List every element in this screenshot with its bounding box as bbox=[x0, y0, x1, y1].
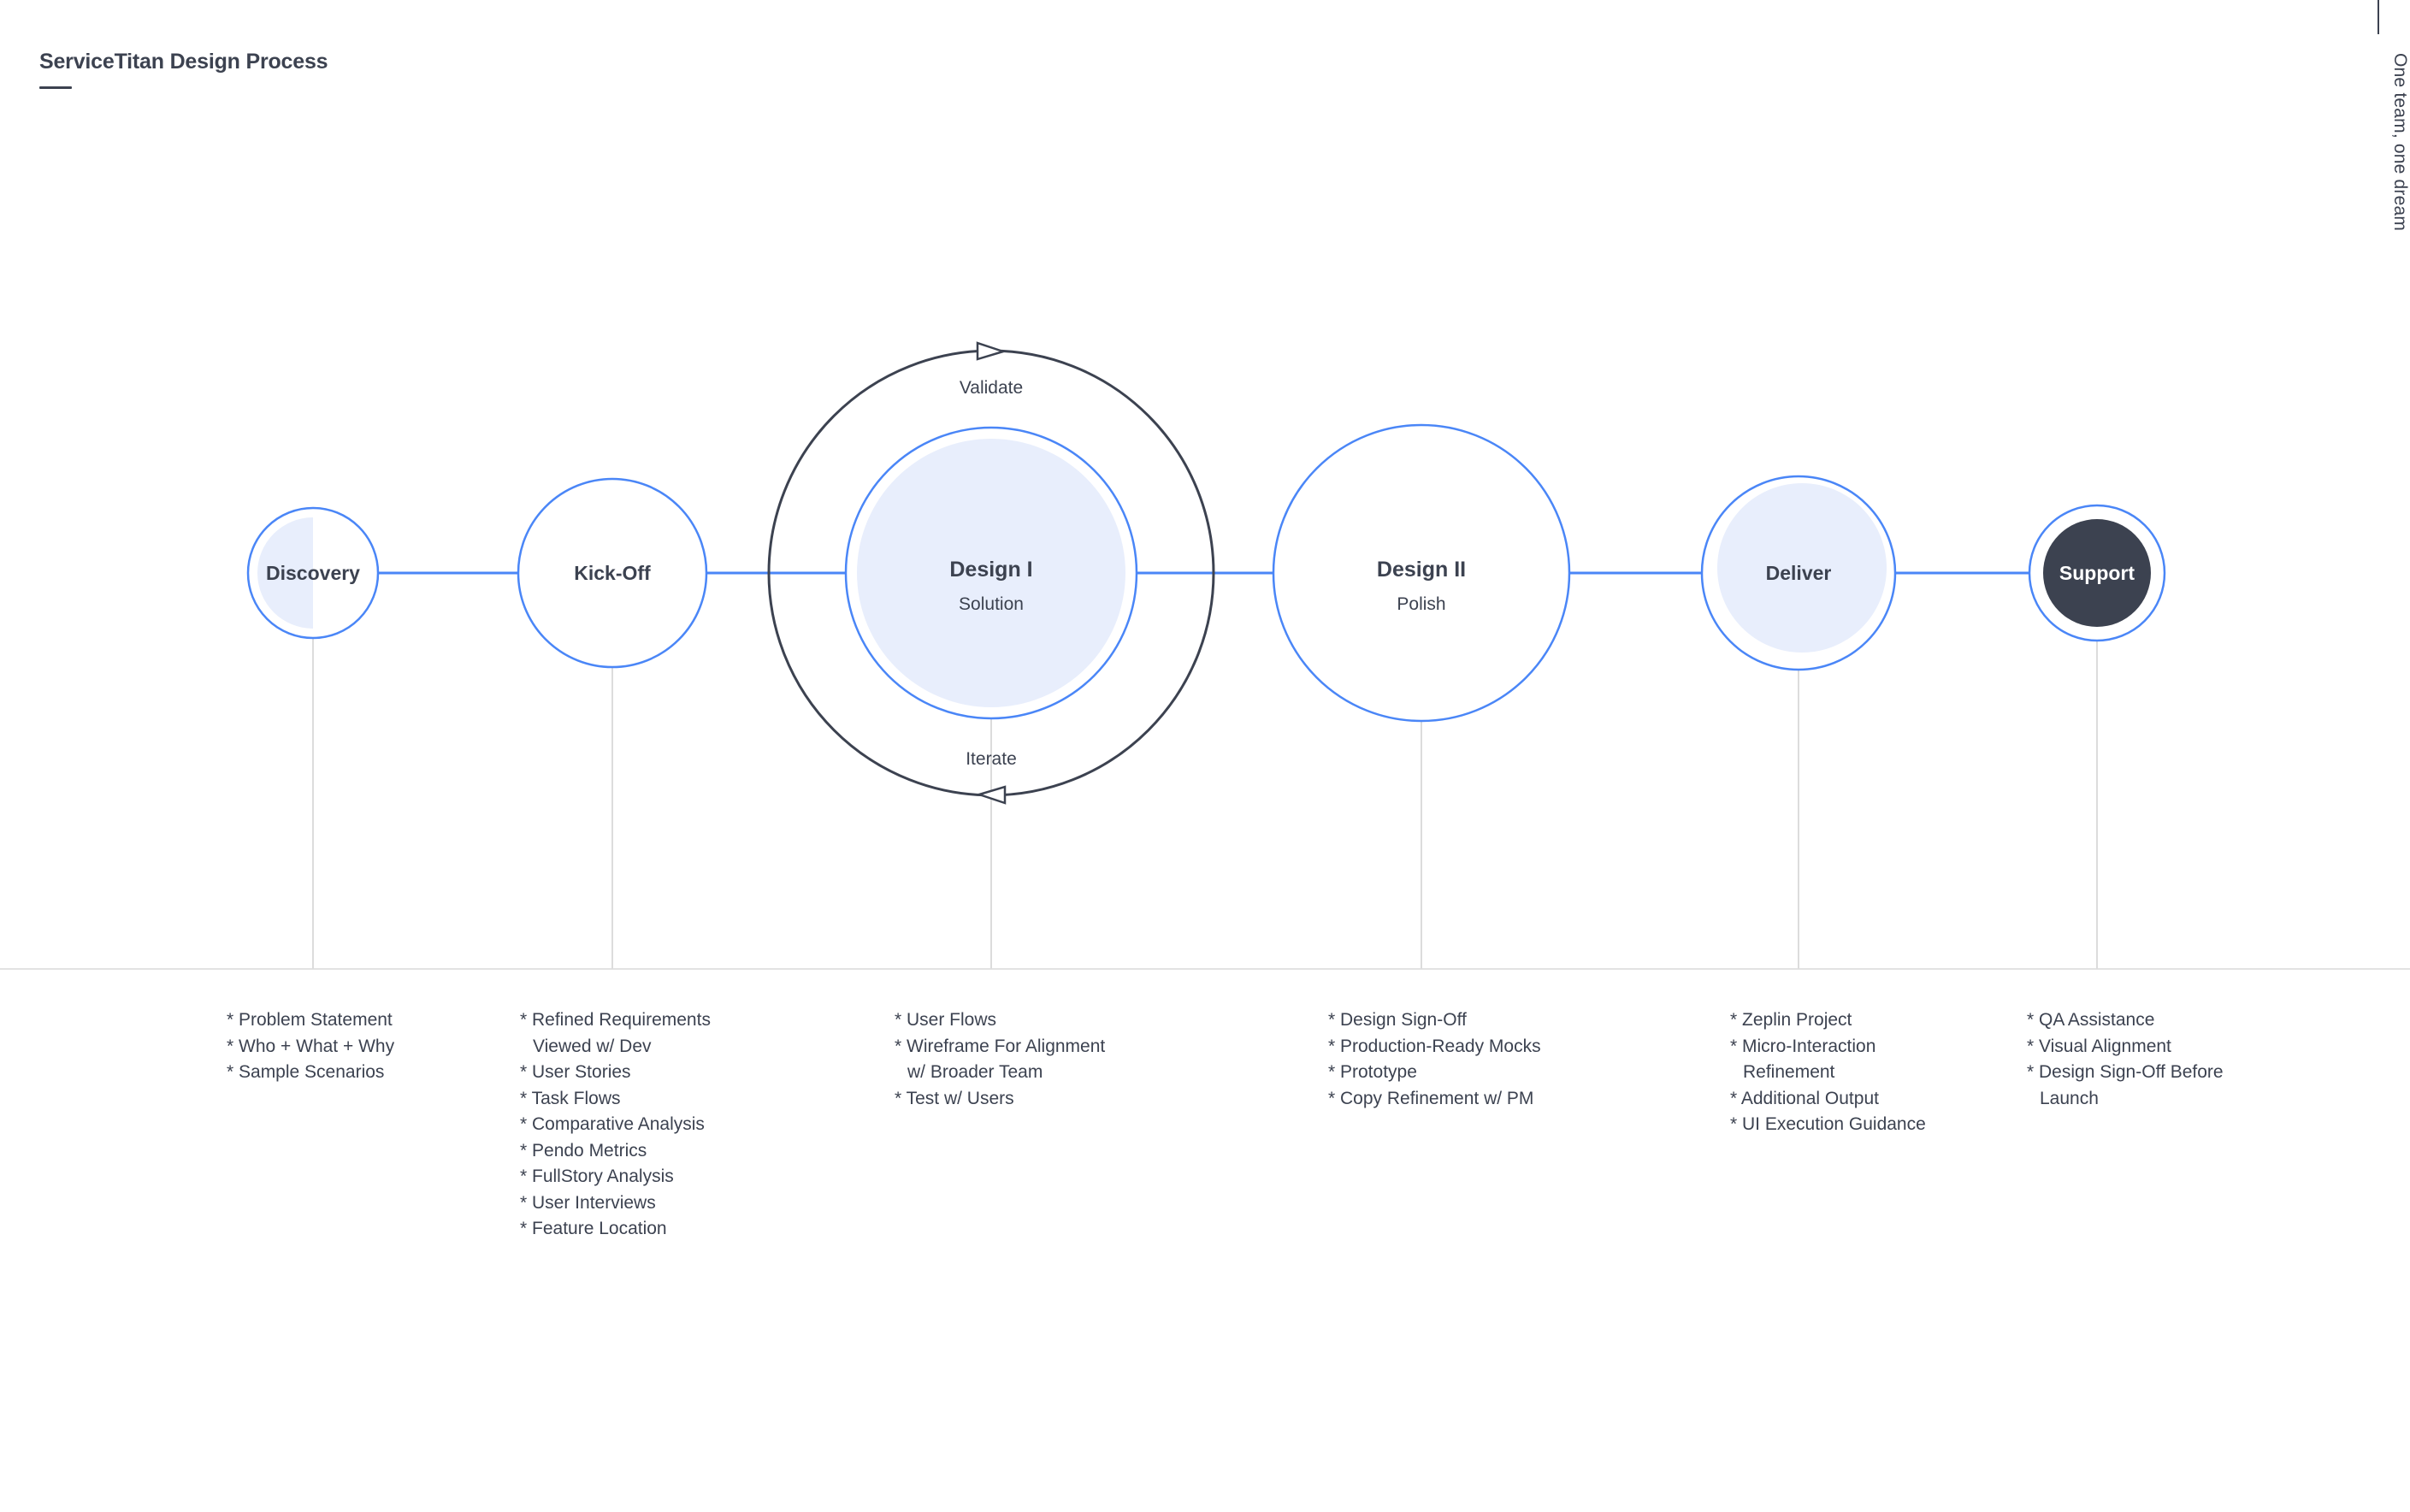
note-item: * User Stories bbox=[520, 1062, 631, 1082]
page-title: ServiceTitan Design Process bbox=[39, 50, 328, 74]
note-item: Viewed w/ Dev bbox=[533, 1036, 652, 1056]
stem-layer bbox=[0, 638, 2410, 970]
note-item: * Wireframe For Alignment bbox=[895, 1036, 1106, 1056]
tagline-text: One team, one dream bbox=[2390, 53, 2410, 232]
note-item: Launch bbox=[2040, 1088, 2099, 1108]
node-sublabel-design-ii: Polish bbox=[1397, 594, 1445, 614]
note-item: * Test w/ Users bbox=[895, 1088, 1014, 1108]
node-label-discovery: Discovery bbox=[266, 562, 360, 584]
node-label-kick-off: Kick-Off bbox=[574, 562, 651, 584]
node-fill-design-i bbox=[857, 439, 1125, 707]
node-label-design-i: Design I bbox=[949, 558, 1032, 582]
note-item: * Design Sign-Off Before bbox=[2027, 1062, 2224, 1082]
notes-column-support: * QA Assistance * Visual Alignment * Desig… bbox=[2027, 1007, 2224, 1112]
node-label-layer: Discovery Kick-Off Design I Solution Design … bbox=[266, 558, 2135, 614]
note-item: * QA Assistance bbox=[2027, 1010, 2155, 1030]
note-item: * Who + What + Why bbox=[227, 1036, 395, 1056]
note-item: * User Flows bbox=[895, 1010, 997, 1030]
note-item: * Production-Ready Mocks bbox=[1328, 1036, 1541, 1056]
note-item: * Visual Alignment bbox=[2027, 1036, 2171, 1056]
note-item: * Problem Statement bbox=[227, 1010, 393, 1030]
title-underline-rule bbox=[39, 86, 72, 89]
note-item: * Pendo Metrics bbox=[520, 1140, 647, 1161]
node-ring-support[interactable] bbox=[2028, 504, 2166, 642]
node-ring-design-ii[interactable] bbox=[1272, 423, 1571, 723]
node-sublabel-design-i: Solution bbox=[959, 594, 1024, 614]
node-dark-disc-support bbox=[2043, 519, 2151, 627]
note-item: w/ Broader Team bbox=[907, 1062, 1043, 1082]
page-header: ServiceTitan Design Process bbox=[39, 50, 328, 89]
cycle-arrowhead-top bbox=[976, 341, 1007, 361]
cycle-label-iterate: Iterate bbox=[966, 749, 1017, 769]
note-item: * Task Flows bbox=[520, 1088, 621, 1108]
node-label-support: Support bbox=[2059, 562, 2135, 584]
node-layer bbox=[246, 423, 2166, 723]
node-ring-discovery[interactable] bbox=[246, 506, 380, 640]
notes-column-design-i: * User Flows * Wireframe For Alignment w/ … bbox=[895, 1007, 1105, 1112]
note-item: * Design Sign-Off bbox=[1328, 1010, 1467, 1030]
note-item: * Additional Output bbox=[1730, 1088, 1879, 1108]
cycle-arrowhead-bottom bbox=[975, 785, 1007, 805]
note-item: * Micro-Interaction bbox=[1730, 1036, 1876, 1056]
node-ring-design-i[interactable] bbox=[844, 426, 1138, 720]
note-item: * Zeplin Project bbox=[1730, 1010, 1852, 1030]
note-item: * UI Execution Guidance bbox=[1730, 1114, 1926, 1134]
node-label-deliver: Deliver bbox=[1766, 562, 1832, 584]
node-fill-half-discovery bbox=[257, 517, 313, 629]
notes-column-design-ii: * Design Sign-Off * Production-Ready Mock… bbox=[1328, 1007, 1541, 1112]
note-item: Refinement bbox=[1743, 1062, 1835, 1082]
note-item: * Prototype bbox=[1328, 1062, 1417, 1082]
node-ring-deliver[interactable] bbox=[1700, 475, 1897, 671]
note-item: * Feature Location bbox=[520, 1219, 667, 1238]
note-item: * Copy Refinement w/ PM bbox=[1328, 1088, 1534, 1108]
tagline-rule bbox=[2378, 0, 2379, 34]
note-item: * Comparative Analysis bbox=[520, 1114, 705, 1134]
node-ring-kick-off[interactable] bbox=[517, 477, 708, 669]
notes-column-discovery: * Problem Statement * Who + What + Why * S… bbox=[227, 1007, 394, 1086]
note-item: * FullStory Analysis bbox=[520, 1166, 674, 1186]
note-item: * Refined Requirements bbox=[520, 1010, 711, 1030]
cycle-label-validate: Validate bbox=[960, 378, 1023, 398]
node-label-design-ii: Design II bbox=[1377, 558, 1466, 582]
note-item: * Sample Scenarios bbox=[227, 1062, 385, 1082]
node-fill-deliver bbox=[1717, 483, 1887, 653]
note-item: * User Interviews bbox=[520, 1192, 656, 1213]
